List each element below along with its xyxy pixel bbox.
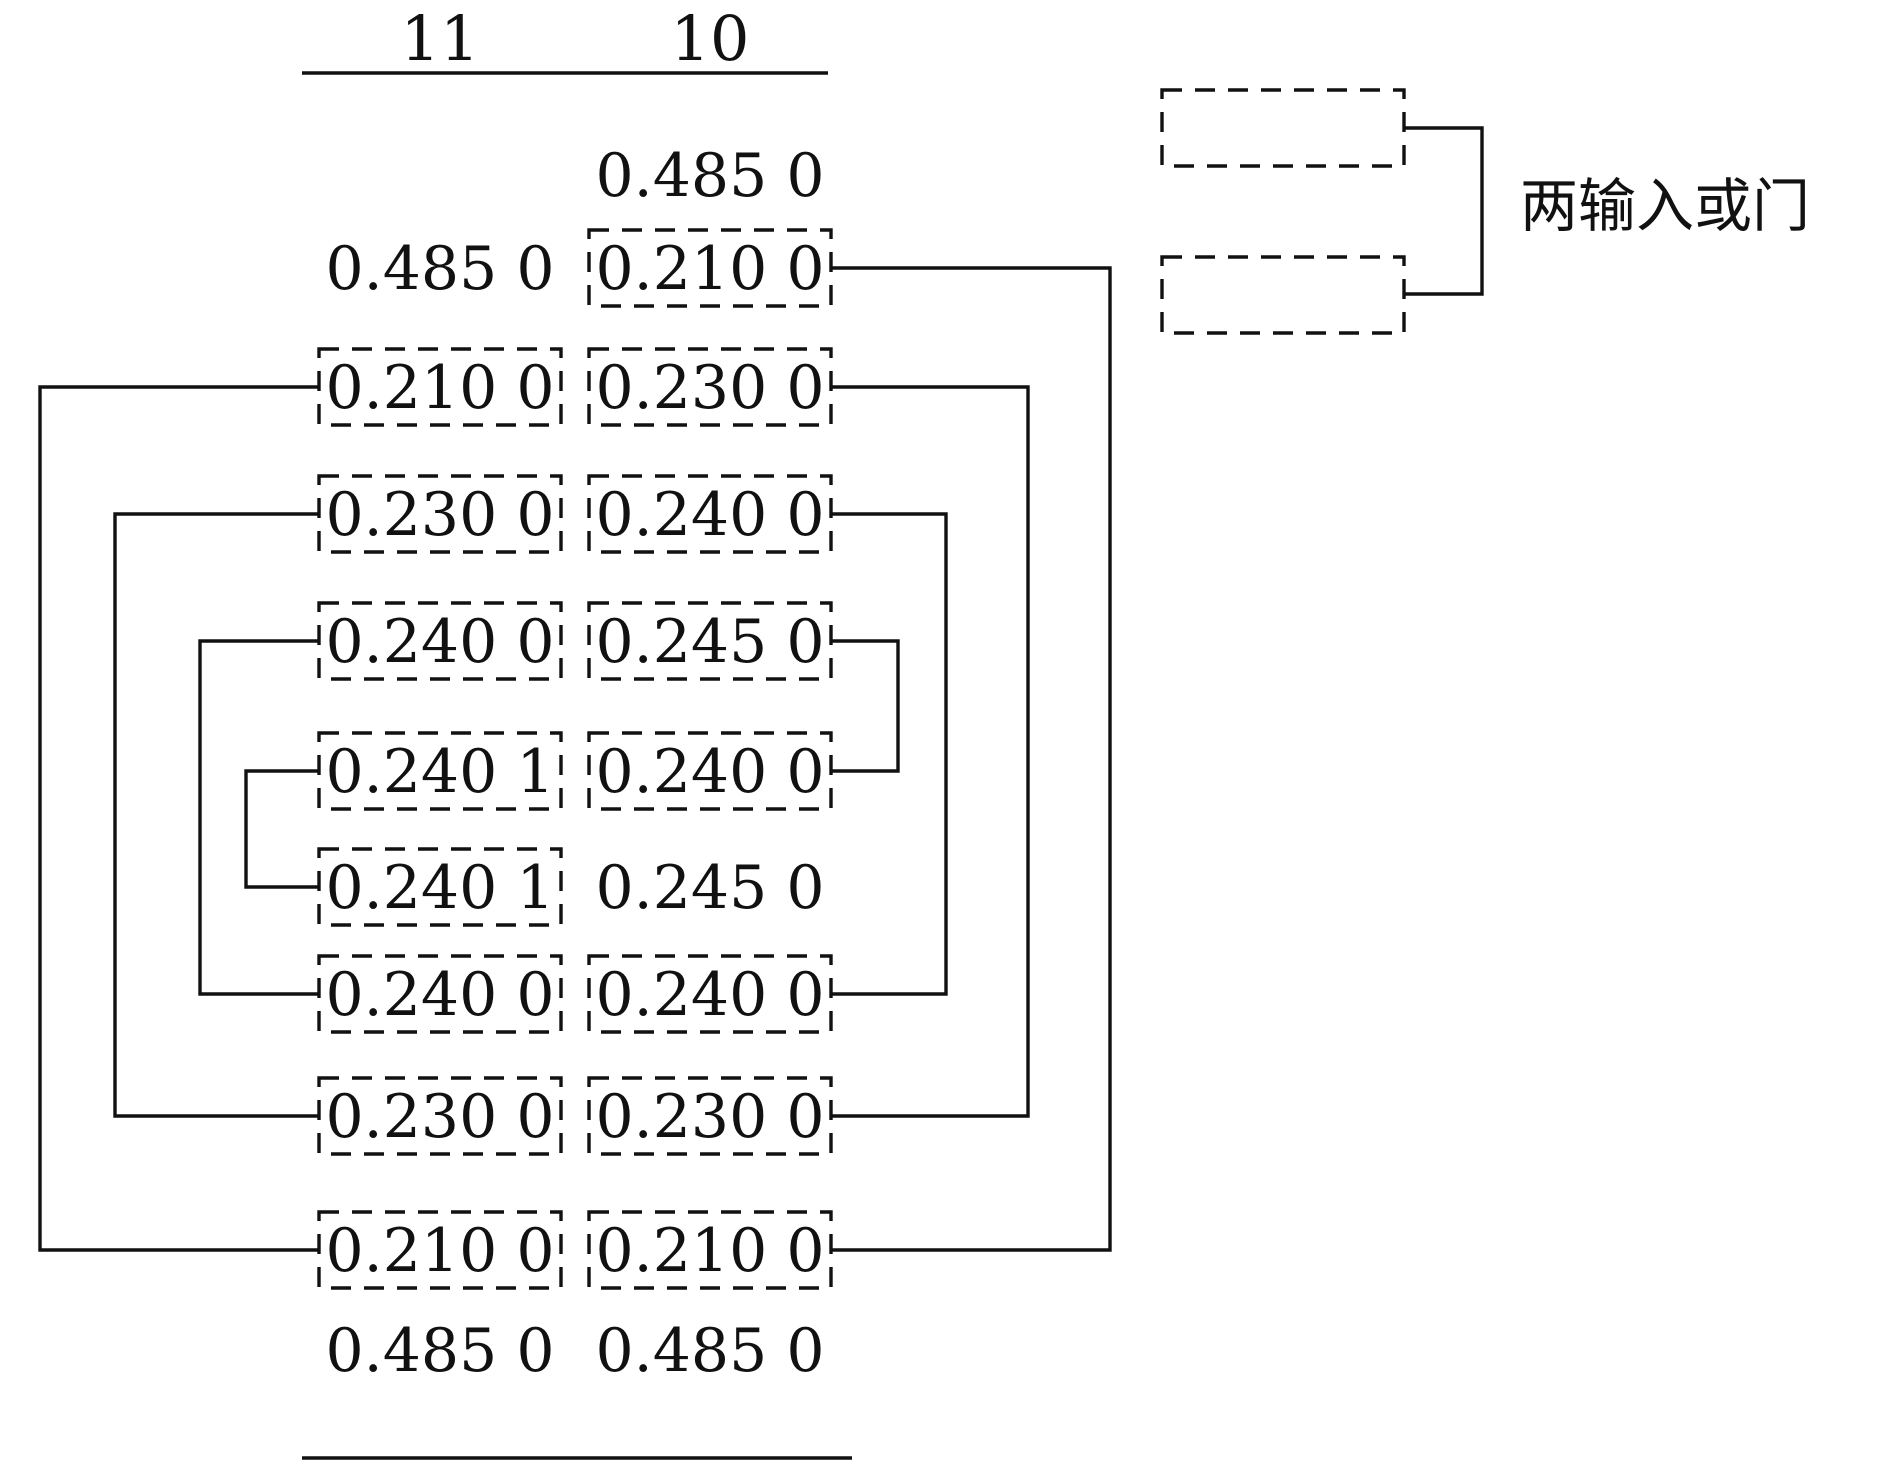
cell-value: 0.245 0 bbox=[595, 853, 824, 923]
cell-value: 0.485 0 bbox=[595, 1316, 824, 1386]
cell-box bbox=[317, 847, 563, 927]
cell-value: 0.245 0 bbox=[595, 607, 824, 677]
cell-c10-r1: 0.210 0 bbox=[587, 228, 833, 308]
legend-input-box-bottom bbox=[1160, 255, 1406, 335]
cell-c10-r2: 0.230 0 bbox=[587, 347, 833, 427]
cell-box bbox=[587, 601, 833, 681]
wire-or-left-3 bbox=[198, 639, 319, 996]
or-connections bbox=[38, 266, 1112, 1252]
cell-box bbox=[587, 731, 833, 811]
cell-value: 0.240 0 bbox=[595, 737, 824, 807]
cell-value: 0.230 0 bbox=[325, 480, 554, 550]
cell-value: 0.485 0 bbox=[325, 1316, 554, 1386]
cell-value: 0.240 0 bbox=[595, 960, 824, 1030]
wire-or-right-3 bbox=[831, 512, 948, 996]
cell-box bbox=[317, 731, 563, 811]
cell-value: 0.210 0 bbox=[595, 1216, 824, 1286]
cell-c11-r8: 0.210 0 bbox=[317, 1210, 563, 1290]
cell-c11-bot: 0.485 0 bbox=[325, 1316, 554, 1386]
cell-c11-top: 0.485 0 bbox=[325, 234, 554, 304]
cell-c10-r4: 0.245 0 bbox=[587, 601, 833, 681]
legend-label: 两输入或门 bbox=[1520, 172, 1810, 240]
cell-box bbox=[317, 601, 563, 681]
column-header-11: 11 bbox=[401, 2, 480, 75]
cell-box bbox=[317, 1076, 563, 1156]
legend-or-bracket bbox=[1404, 126, 1484, 296]
cell-box bbox=[587, 1076, 833, 1156]
wire-or-left-outer bbox=[38, 385, 319, 1252]
cell-c11-r7: 0.230 0 bbox=[317, 1076, 563, 1156]
cell-value: 0.210 0 bbox=[325, 1216, 554, 1286]
cell-box bbox=[317, 954, 563, 1034]
cell-box bbox=[317, 347, 563, 427]
cell-c11-r6: 0.240 0 bbox=[317, 954, 563, 1034]
cell-value: 0.240 0 bbox=[595, 480, 824, 550]
cell-c10-r5: 0.240 0 bbox=[587, 731, 833, 811]
cell-c11-r2: 0.230 0 bbox=[317, 474, 563, 554]
wire-or-left-inner bbox=[244, 769, 319, 889]
column-header-10: 10 bbox=[671, 2, 750, 75]
wire-or-left-2 bbox=[113, 512, 319, 1118]
cell-value: 0.240 1 bbox=[325, 853, 554, 923]
wire-or-right-outer bbox=[831, 266, 1112, 1252]
cell-box bbox=[587, 954, 833, 1034]
cell-value: 0.485 0 bbox=[325, 234, 554, 304]
cell-value: 0.240 0 bbox=[325, 607, 554, 677]
cell-value: 0.210 0 bbox=[595, 234, 824, 304]
cell-box bbox=[587, 474, 833, 554]
cell-box bbox=[587, 1210, 833, 1290]
cell-c10-r8: 0.210 0 bbox=[587, 1210, 833, 1290]
legend-input-box-top bbox=[1160, 88, 1406, 168]
cell-c10-r7: 0.230 0 bbox=[587, 1076, 833, 1156]
cell-c10-r3: 0.240 0 bbox=[587, 474, 833, 554]
cell-c11-r4: 0.240 1 bbox=[317, 731, 563, 811]
cell-box bbox=[317, 1210, 563, 1290]
cell-value: 0.230 0 bbox=[595, 1082, 824, 1152]
cell-c11-r5: 0.240 1 bbox=[317, 847, 563, 927]
cell-value: 0.230 0 bbox=[595, 353, 824, 423]
cell-c11-r1: 0.210 0 bbox=[317, 347, 563, 427]
cell-c10-top: 0.485 0 bbox=[595, 141, 824, 211]
cell-grid: 0.485 0 0.210 0 0.485 0 0.210 0 0.230 0 0.230… bbox=[317, 141, 833, 1386]
cell-box bbox=[317, 474, 563, 554]
cell-box bbox=[587, 347, 833, 427]
cell-box bbox=[587, 228, 833, 308]
cell-c10-r6: 0.240 0 bbox=[587, 954, 833, 1034]
cell-c11-r3: 0.240 0 bbox=[317, 601, 563, 681]
cell-c10-bot: 0.485 0 bbox=[595, 1316, 824, 1386]
cell-c10-mid: 0.245 0 bbox=[595, 853, 824, 923]
cell-value: 0.485 0 bbox=[595, 141, 824, 211]
wire-or-right-inner bbox=[831, 639, 900, 773]
cell-value: 0.230 0 bbox=[325, 1082, 554, 1152]
legend: 两输入或门 bbox=[1160, 88, 1810, 335]
wire-or-right-2 bbox=[831, 385, 1030, 1118]
cell-value: 0.210 0 bbox=[325, 353, 554, 423]
cell-value: 0.240 1 bbox=[325, 737, 554, 807]
cell-value: 0.240 0 bbox=[325, 960, 554, 1030]
